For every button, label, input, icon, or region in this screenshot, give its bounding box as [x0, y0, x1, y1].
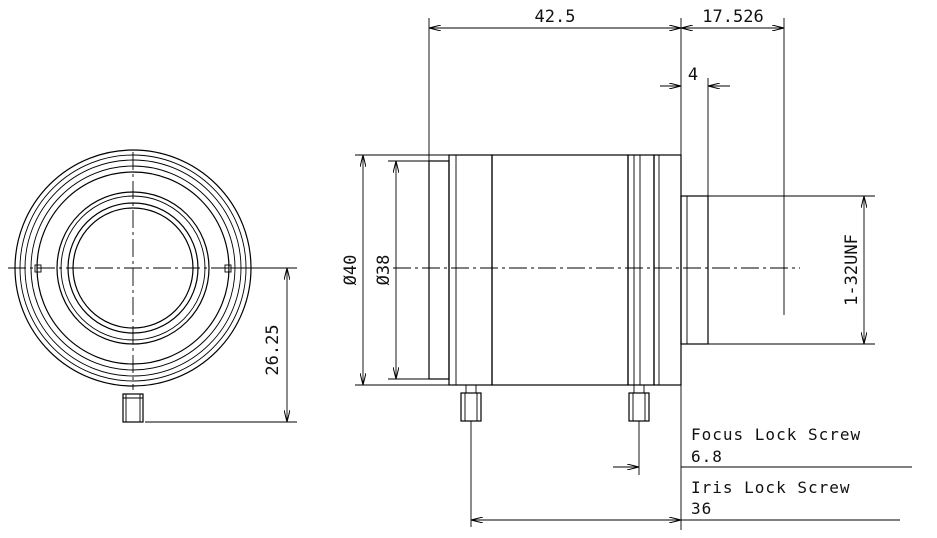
- inner-diameter-label: Ø38: [374, 255, 394, 286]
- focus-lock-value: 6.8: [691, 447, 723, 466]
- screw-offset-label: 26.25: [263, 324, 283, 375]
- dim-screw-offset: [145, 267, 297, 423]
- dim-thread: [708, 195, 875, 345]
- iris-lock-screw: [460, 392, 482, 422]
- dim-lock-screws: [470, 421, 912, 527]
- mount-depth-label: 4: [688, 65, 698, 85]
- iris-lock-value: 36: [691, 499, 712, 518]
- focus-lock-screw: [628, 392, 650, 422]
- dim-top: [428, 18, 785, 530]
- outer-diameter-label: Ø40: [341, 255, 361, 286]
- iris-lock-label: Iris Lock Screw: [691, 478, 851, 497]
- back-focus-label: 17.526: [702, 7, 763, 27]
- side-view: [393, 154, 800, 422]
- lock-screw-front: [122, 393, 144, 423]
- length-label: 42.5: [535, 7, 576, 27]
- dim-diameters: [355, 154, 449, 386]
- front-view: [8, 149, 258, 423]
- thread-label: 1-32UNF: [842, 234, 862, 306]
- focus-lock-label: Focus Lock Screw: [691, 425, 861, 444]
